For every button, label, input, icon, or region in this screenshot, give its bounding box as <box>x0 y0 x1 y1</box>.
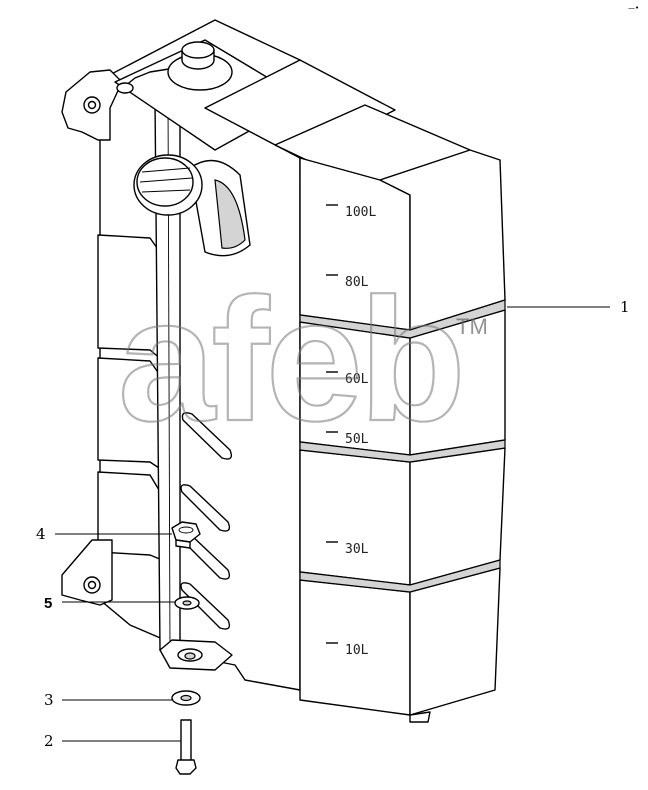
level-30l-label: 30L <box>345 542 369 557</box>
level-10l-label: 10L <box>345 643 369 658</box>
watermark: afeb TM <box>117 262 488 459</box>
level-sensor-plug <box>116 41 233 94</box>
washer-upper <box>174 596 200 610</box>
top-mounting-lug <box>61 69 123 141</box>
callout-4: 4 <box>36 525 46 543</box>
callout-1: 1 <box>620 298 630 316</box>
filler-cap <box>133 154 251 257</box>
level-100l-label: 100L <box>345 205 376 220</box>
washer-lower <box>171 690 201 706</box>
watermark-text: afeb <box>118 263 462 458</box>
callout-3: 3 <box>44 691 54 709</box>
level-80l-label: 80L <box>345 275 369 290</box>
callout-2: 2 <box>44 732 54 750</box>
expansion-tank: 100L 80L 60L 50L 30L 10L <box>61 19 506 723</box>
bolt <box>175 719 197 775</box>
level-50l-label: 50L <box>345 432 369 447</box>
callout-5: 5 <box>44 595 52 612</box>
watermark-trademark: TM <box>456 314 488 339</box>
nut <box>171 521 201 549</box>
corner-mark: —• <box>628 4 639 12</box>
level-marks <box>326 204 338 644</box>
side-slots <box>180 412 233 630</box>
level-60l-label: 60L <box>345 372 369 387</box>
bottom-mounting-lug <box>61 539 113 606</box>
bottom-mounting-foot <box>159 639 233 671</box>
front-blocks <box>299 149 506 723</box>
